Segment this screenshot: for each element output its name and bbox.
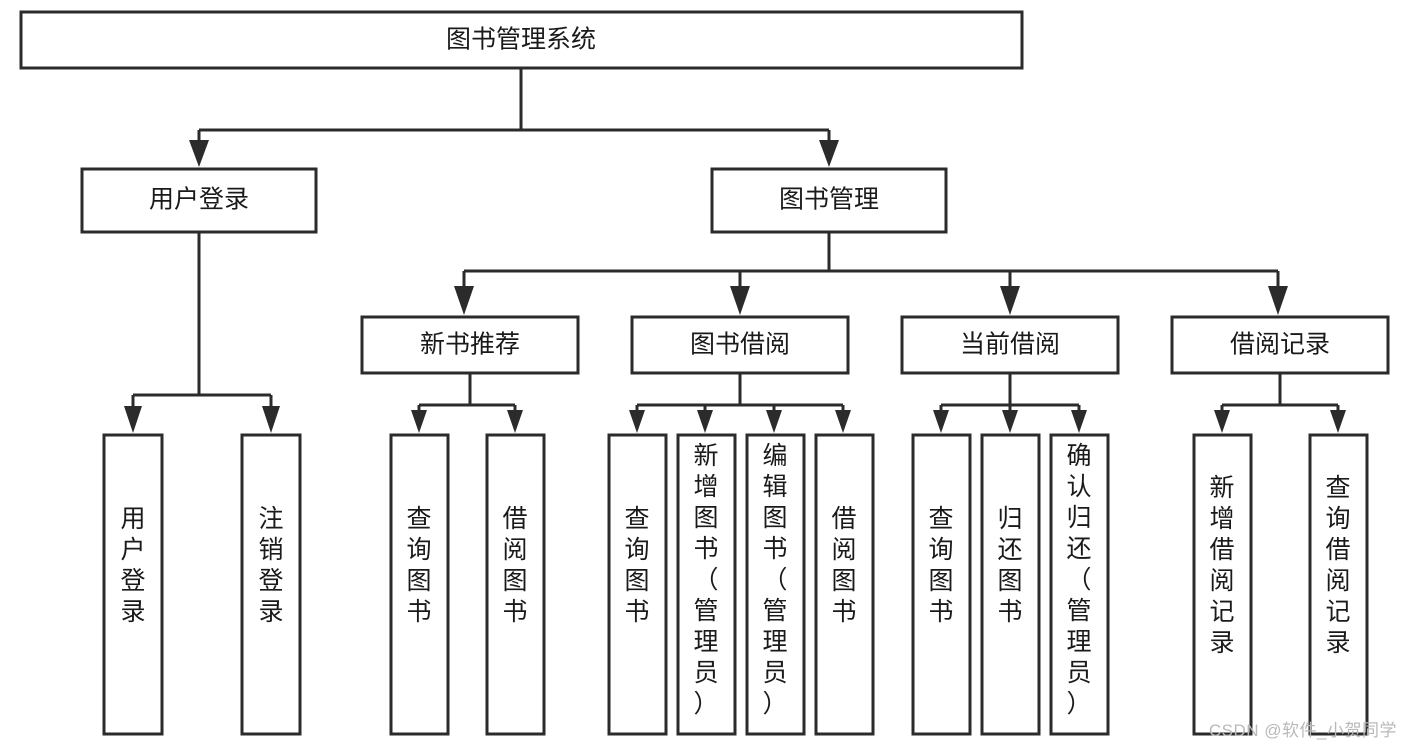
node-leaf-borrow-book-1-box[interactable] — [485, 433, 546, 736]
node-leaf-edit-book-box[interactable] — [745, 433, 806, 736]
node-leaf-query-book-1-label: 查询图书 — [406, 505, 431, 626]
arrow-head-leaf-user-login — [124, 406, 142, 433]
node-leaf-borrow-book-2-box[interactable] — [814, 433, 875, 736]
node-leaf-query-book-1-box[interactable] — [389, 433, 450, 736]
node-leaf-borrow-book-1-label: 借阅图书 — [502, 505, 527, 626]
node-leaf-borrow-book-2[interactable]: 借阅图书 — [814, 433, 875, 736]
node-leaf-edit-book-label: 编辑图书（管理员） — [762, 442, 787, 718]
node-leaf-add-book-label: 新增图书（管理员） — [693, 442, 718, 718]
arrow-head-leaf-return-book — [1002, 410, 1018, 433]
node-user-login-box[interactable] — [80, 167, 318, 234]
node-borrow-record-box[interactable] — [1170, 315, 1390, 375]
node-new-book-recommend-label: 新书推荐 — [420, 331, 520, 359]
arrow-head-book-borrow — [730, 286, 750, 315]
node-root-label: 图书管理系统 — [446, 26, 596, 54]
node-user-login[interactable]: 用户登录 — [80, 167, 318, 234]
node-leaf-query-book-1[interactable]: 查询图书 — [389, 433, 450, 736]
node-leaf-borrow-book-1[interactable]: 借阅图书 — [485, 433, 546, 736]
node-leaf-add-record[interactable]: 新增借阅记录 — [1192, 433, 1253, 736]
node-root[interactable]: 图书管理系统 — [19, 10, 1024, 70]
node-leaf-query-book-2-label: 查询图书 — [624, 505, 649, 626]
node-leaf-user-login-box[interactable] — [102, 433, 164, 736]
node-root-box[interactable] — [19, 10, 1024, 70]
arrow-head-leaf-query-book-3 — [933, 410, 949, 433]
node-leaf-add-book[interactable]: 新增图书（管理员） — [676, 433, 737, 736]
node-leaf-query-book-2-box[interactable] — [607, 433, 668, 736]
node-leaf-query-book-3[interactable]: 查询图书 — [911, 433, 972, 736]
node-leaf-query-record-label: 查询借阅记录 — [1325, 474, 1350, 657]
arrow-head-leaf-query-book-2 — [629, 410, 645, 433]
node-leaf-query-book-2[interactable]: 查询图书 — [607, 433, 668, 736]
arrow-head-leaf-borrow-book-2 — [835, 410, 851, 433]
node-leaf-return-book-label: 归还图书 — [997, 505, 1022, 626]
node-new-book-recommend-box[interactable] — [360, 315, 580, 375]
csdn-watermark: CSDN @软件_小贺同学 — [1208, 721, 1397, 740]
node-leaf-query-book-3-label: 查询图书 — [928, 505, 953, 626]
arrow-head-new-book-recommend — [454, 286, 474, 315]
node-leaf-user-login-label: 用户登录 — [120, 505, 145, 626]
arrow-head-leaf-logout — [262, 406, 280, 433]
node-new-book-recommend[interactable]: 新书推荐 — [360, 315, 580, 375]
node-leaf-return-book-box[interactable] — [980, 433, 1041, 736]
node-book-borrow-label: 图书借阅 — [690, 331, 790, 359]
node-leaf-logout[interactable]: 注销登录 — [240, 433, 302, 736]
arrow-head-leaf-query-record — [1330, 410, 1346, 433]
connector-layer — [124, 68, 1346, 433]
node-leaf-confirm-return[interactable]: 确认归还（管理员） — [1049, 433, 1110, 736]
arrow-head-leaf-add-record — [1214, 410, 1230, 433]
arrow-head-borrow-record — [1268, 286, 1288, 315]
node-current-borrow-label: 当前借阅 — [960, 331, 1060, 359]
node-leaf-confirm-return-label: 确认归还（管理员） — [1066, 442, 1091, 718]
node-book-management-label: 图书管理 — [779, 186, 879, 214]
node-leaf-query-book-3-box[interactable] — [911, 433, 972, 736]
node-borrow-record-label: 借阅记录 — [1230, 331, 1330, 359]
arrow-head-user-login — [189, 140, 209, 167]
arrow-head-leaf-add-book — [697, 410, 713, 433]
node-leaf-logout-label: 注销登录 — [258, 505, 283, 626]
node-user-login-label: 用户登录 — [149, 186, 249, 214]
node-book-borrow[interactable]: 图书借阅 — [630, 315, 850, 375]
node-leaf-query-record[interactable]: 查询借阅记录 — [1308, 433, 1369, 736]
arrow-head-leaf-edit-book — [766, 410, 782, 433]
node-current-borrow-box[interactable] — [900, 315, 1120, 375]
arrow-head-leaf-borrow-book-1 — [507, 410, 523, 433]
node-leaf-add-book-box[interactable] — [676, 433, 737, 736]
arrow-head-leaf-query-book-1 — [411, 410, 427, 433]
node-book-borrow-box[interactable] — [630, 315, 850, 375]
node-leaf-user-login[interactable]: 用户登录 — [102, 433, 164, 736]
node-leaf-confirm-return-box[interactable] — [1049, 433, 1110, 736]
node-current-borrow[interactable]: 当前借阅 — [900, 315, 1120, 375]
node-leaf-return-book[interactable]: 归还图书 — [980, 433, 1041, 736]
node-leaf-query-record-box[interactable] — [1308, 433, 1369, 736]
node-book-management[interactable]: 图书管理 — [710, 167, 948, 234]
node-book-management-box[interactable] — [710, 167, 948, 234]
node-leaf-add-record-box[interactable] — [1192, 433, 1253, 736]
arrow-head-book-management — [819, 140, 839, 167]
node-leaf-add-record-label: 新增借阅记录 — [1209, 474, 1234, 657]
arrow-head-current-borrow — [1000, 286, 1020, 315]
node-leaf-edit-book[interactable]: 编辑图书（管理员） — [745, 433, 806, 736]
arrow-head-leaf-confirm-return — [1071, 410, 1087, 433]
node-leaf-logout-box[interactable] — [240, 433, 302, 736]
node-borrow-record[interactable]: 借阅记录 — [1170, 315, 1390, 375]
node-leaf-borrow-book-2-label: 借阅图书 — [831, 505, 856, 626]
